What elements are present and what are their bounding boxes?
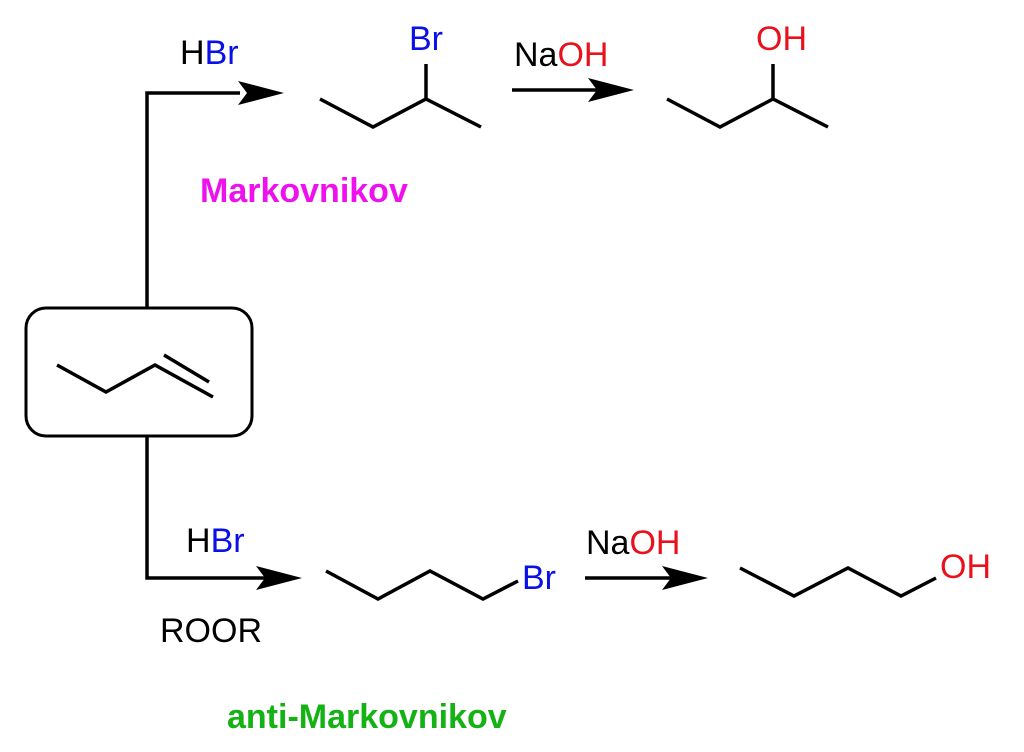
bottom-reagent2-na: Na xyxy=(586,524,630,562)
top-arrow1-head xyxy=(238,81,284,105)
starting-material-box xyxy=(24,306,254,438)
top-pathway: HBr Br NaOH OH Markovnikov xyxy=(180,20,829,210)
markovnikov-label: Markovnikov xyxy=(200,172,408,210)
butene-double-bond xyxy=(163,353,210,384)
bottom-branch-connector xyxy=(145,436,266,580)
1-bromobutane-br-label: Br xyxy=(522,559,556,597)
top-reagent2: NaOH xyxy=(514,36,608,74)
top-branch-connector xyxy=(145,91,240,308)
butan-2-ol-skeleton xyxy=(666,97,829,129)
butan-2-ol-oh-label: OH xyxy=(756,20,807,58)
butan-1-ol-oh-label: OH xyxy=(940,548,991,586)
top-reagent1-br: Br xyxy=(205,34,239,72)
starting-material xyxy=(24,306,254,438)
1-bromobutane-skeleton xyxy=(325,569,519,601)
butene-skeleton xyxy=(56,363,214,399)
bottom-reagent1: HBr xyxy=(186,522,245,560)
bottom-reagent2-oh: OH xyxy=(629,524,680,562)
top-reagent2-oh: OH xyxy=(557,36,608,74)
top-reagent1-h: H xyxy=(180,34,205,72)
top-reagent2-na: Na xyxy=(514,36,558,74)
bromobutane-br-label: Br xyxy=(409,20,443,58)
top-reagent1: HBr xyxy=(180,34,239,72)
bromobutane-skeleton xyxy=(319,97,482,129)
bottom-arrow1-head xyxy=(256,566,302,590)
top-arrow2-head xyxy=(588,78,634,102)
anti-markovnikov-label: anti-Markovnikov xyxy=(227,698,507,736)
bottom-reagent1-br: Br xyxy=(211,522,245,560)
bottom-pathway: HBr ROOR Br NaOH OH anti-Markovnikov xyxy=(160,522,991,736)
bottom-reagent2: NaOH xyxy=(586,524,680,562)
butan-1-ol-skeleton xyxy=(739,566,937,598)
bottom-reagent1-h: H xyxy=(186,522,211,560)
bottom-arrow2-head xyxy=(662,566,708,590)
bottom-condition-roor: ROOR xyxy=(160,612,262,650)
